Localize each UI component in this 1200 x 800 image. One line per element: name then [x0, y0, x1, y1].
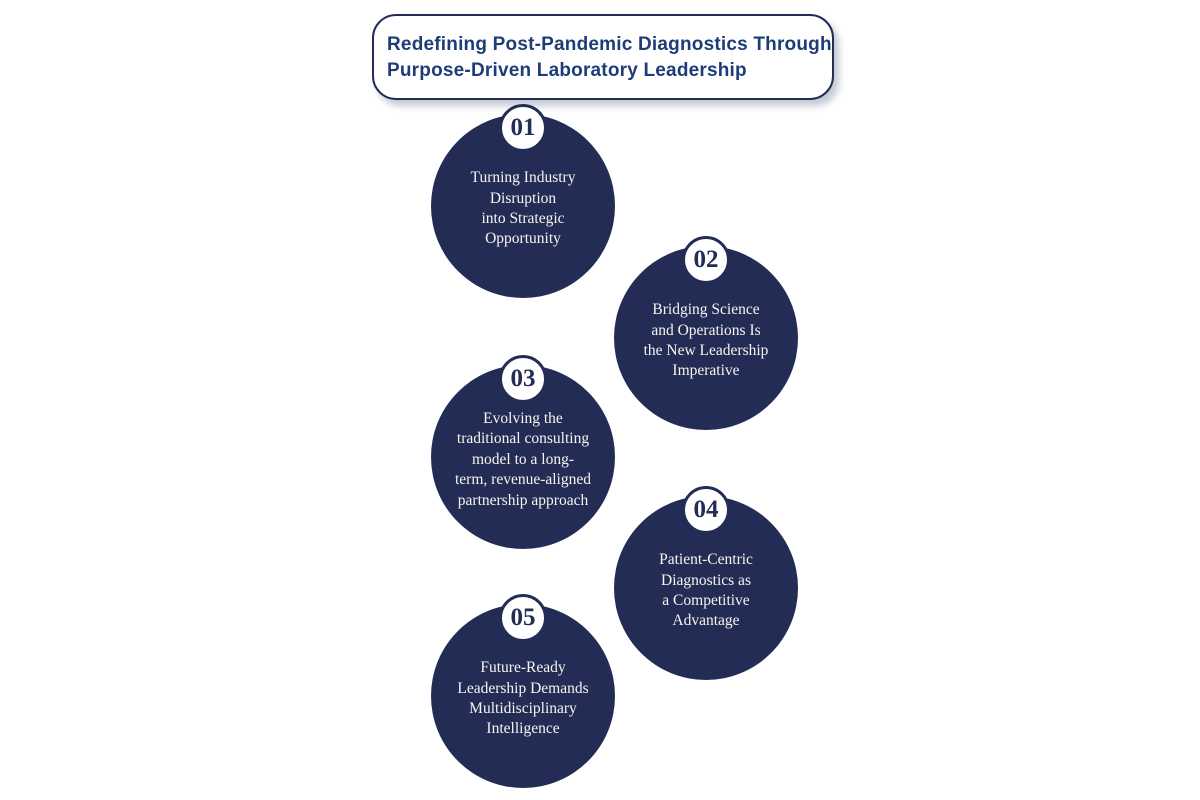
step-number-badge: 01 — [499, 104, 547, 152]
step-text: Evolving the traditional consulting mode… — [455, 409, 591, 509]
step-number-badge: 03 — [499, 355, 547, 403]
step-number-badge: 05 — [499, 594, 547, 642]
step-circle-01: 01 Turning Industry Disruption into Stra… — [431, 104, 615, 298]
step-circle-05: 05 Future-Ready Leadership Demands Multi… — [431, 594, 615, 788]
step-text: Bridging Science and Operations Is the N… — [643, 301, 769, 380]
step-circle-03: 03 Evolving the traditional consulting m… — [431, 355, 615, 549]
step-text: Patient-Centric Diagnostics as a Competi… — [659, 551, 753, 630]
step-number-badge: 02 — [682, 236, 730, 284]
title-box: Redefining Post-Pandemic Diagnostics Thr… — [372, 14, 834, 101]
step-text: Future-Ready Leadership Demands Multidis… — [457, 659, 589, 738]
step-circle-02: 02 Bridging Science and Operations Is th… — [614, 236, 798, 430]
step-number-badge: 04 — [682, 486, 730, 534]
title-line-2: Purpose-Driven Laboratory Leadership — [387, 60, 747, 82]
step-text: Turning Industry Disruption into Strateg… — [470, 169, 576, 248]
title-line-1: Redefining Post-Pandemic Diagnostics Thr… — [387, 34, 832, 55]
step-circle-04: 04 Patient-Centric Diagnostics as a Comp… — [614, 486, 798, 680]
